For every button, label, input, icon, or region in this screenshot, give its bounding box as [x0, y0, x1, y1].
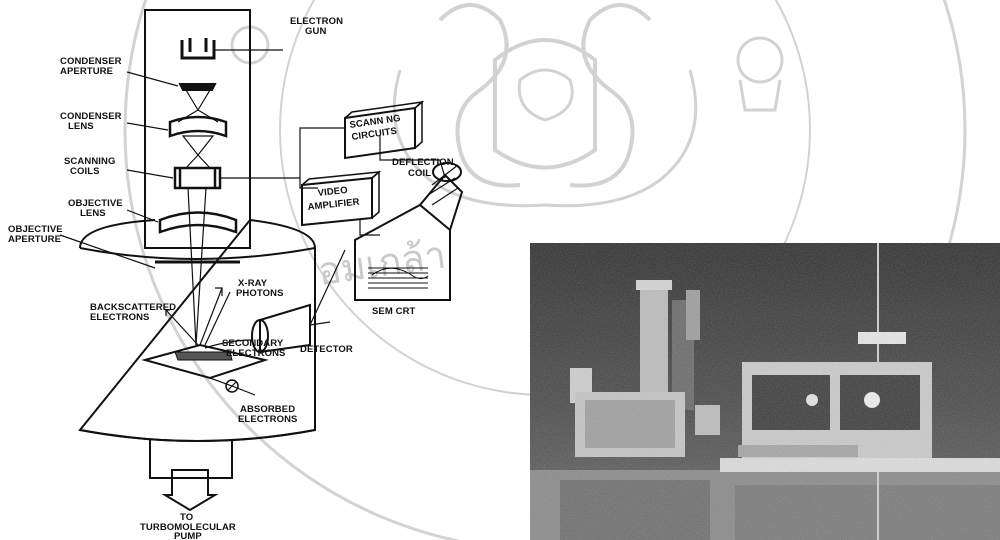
label-objective-aperture-2: APERTURE: [8, 234, 61, 245]
label-xray-photons-2: PHOTONS: [236, 288, 284, 299]
pump-outlet: [150, 440, 232, 510]
label-to-pump-3: PUMP: [174, 531, 202, 540]
label-electron-gun-2: GUN: [305, 26, 326, 37]
label-secondary-electrons-2: ELECTRONS: [226, 348, 286, 359]
condenser-lens-icon: [127, 117, 226, 136]
label-scanning-coils-2: COILS: [70, 166, 100, 177]
sem-instrument-photo: [530, 243, 1000, 540]
label-condenser-aperture-2: APERTURE: [60, 66, 113, 77]
scanning-coils-icon: [127, 168, 300, 188]
label-deflection-coil-1: DEFLECTION: [392, 157, 454, 168]
condenser-aperture-icon: [127, 72, 215, 90]
label-video-amplifier-2: AMPLIFIER: [307, 197, 360, 213]
label-objective-lens-2: LENS: [80, 208, 106, 219]
label-deflection-coil-2: COIL: [408, 168, 431, 179]
label-backscattered-2: ELECTRONS: [90, 312, 150, 323]
label-detector: DETECTOR: [300, 344, 353, 355]
seal-watermark-text: อมเกล้า: [315, 232, 448, 293]
label-sem-crt: SEM CRT: [372, 306, 416, 317]
label-absorbed-electrons-2: ELECTRONS: [238, 414, 298, 425]
label-video-amplifier-1: VIDEO: [317, 185, 348, 199]
label-condenser-lens-2: LENS: [68, 121, 94, 132]
